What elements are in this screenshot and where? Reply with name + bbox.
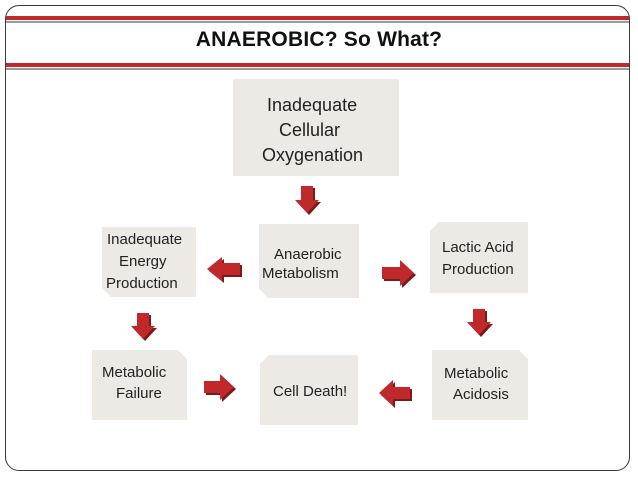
box-lactic-acid: Lactic Acid Production xyxy=(430,222,528,293)
box-line: Metabolism xyxy=(262,265,339,282)
box-line: Metabolic xyxy=(444,365,509,382)
top-band-red xyxy=(6,16,629,20)
box-line: Cellular xyxy=(279,120,341,140)
box-line: Cell Death! xyxy=(273,383,348,400)
box-line: Metabolic xyxy=(102,364,167,381)
box-metabolic-failure: Metabolic Failure xyxy=(92,350,187,420)
box-line: Failure xyxy=(116,385,162,402)
box-line: Anaerobic xyxy=(274,246,342,263)
bottom-band-red xyxy=(6,63,629,67)
box-line: Acidosis xyxy=(453,386,509,403)
bottom-band-grey xyxy=(6,68,629,70)
box-anaerobic-metabolism: Anaerobic Metabolism xyxy=(259,224,359,298)
box-line: Production xyxy=(106,275,178,292)
box-line: Inadequate xyxy=(107,231,183,248)
box-metabolic-acidosis: Metabolic Acidosis xyxy=(432,350,528,420)
slide-title: ANAEROBIC? So What? xyxy=(195,28,443,51)
box-inadequate-energy: Inadequate Energy Production xyxy=(102,227,196,297)
box-cell-death: Cell Death! xyxy=(260,355,358,425)
box-line: Oxygenation xyxy=(262,145,364,165)
box-line: Inadequate xyxy=(267,95,358,115)
top-band-grey xyxy=(6,21,629,23)
box-line: Production xyxy=(442,261,514,278)
box-inadequate-oxygenation: Inadequate Cellular Oxygenation xyxy=(233,79,399,176)
box-line: Energy xyxy=(119,253,167,270)
box-line: Lactic Acid xyxy=(442,239,514,256)
